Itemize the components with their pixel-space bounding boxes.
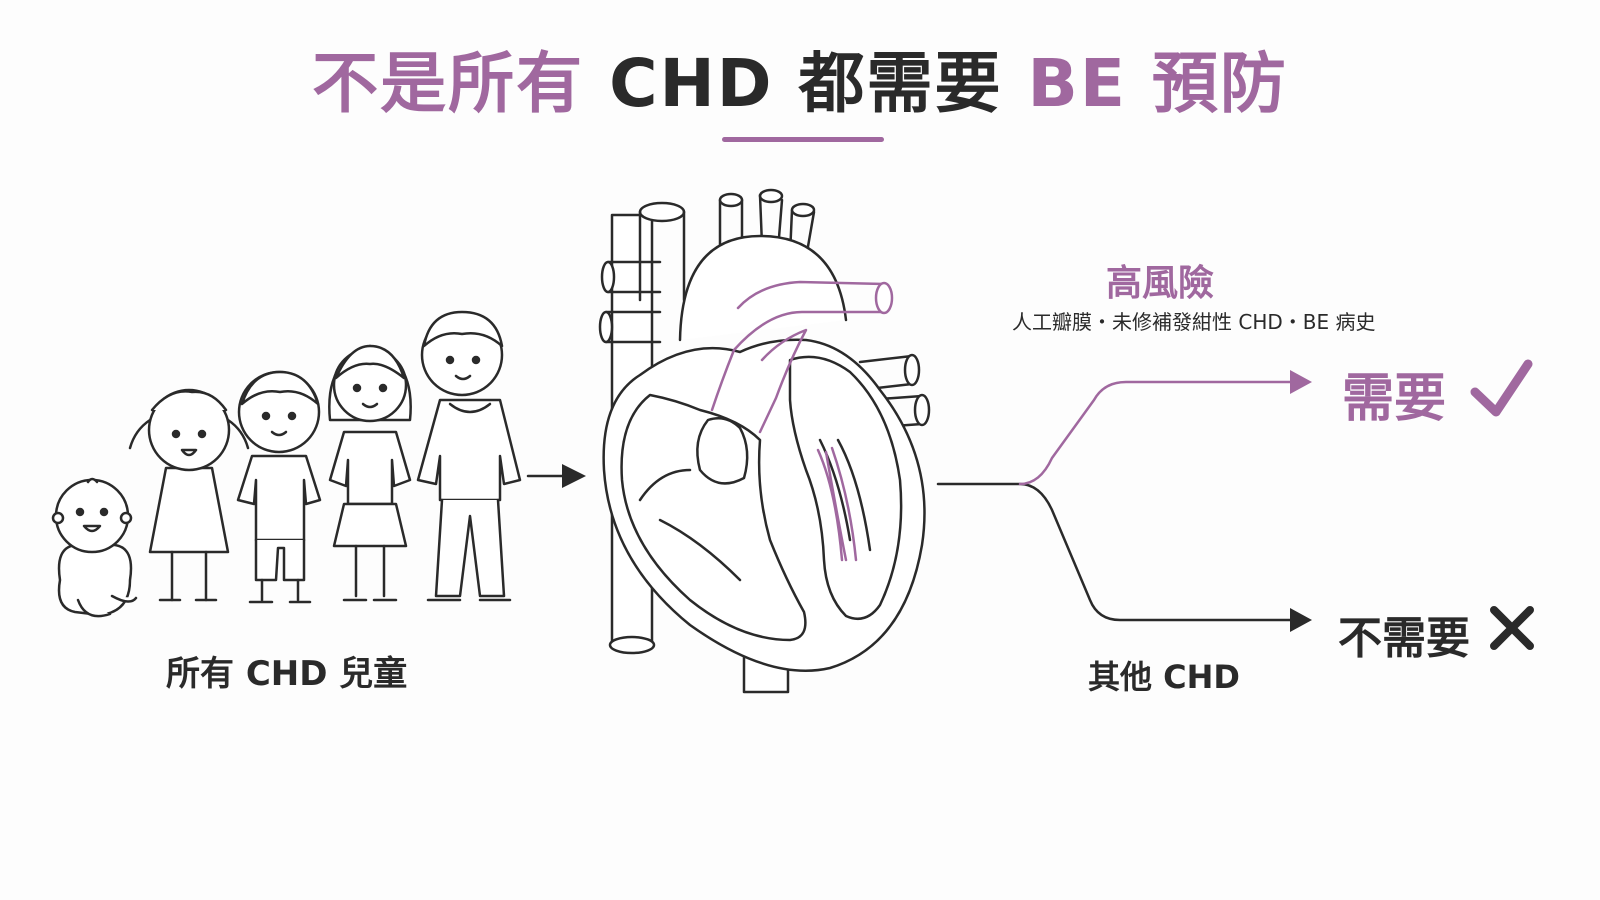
title-underline xyxy=(722,137,884,142)
not-needed-label: 不需要 xyxy=(1338,613,1470,664)
all-chd-children-label: 所有 CHD 兒童 xyxy=(166,654,408,694)
heart-highlight-aorta xyxy=(710,280,894,562)
connector-lines xyxy=(526,474,1294,622)
title-part-1: 不是所有 xyxy=(312,45,585,122)
high-risk-branch-line xyxy=(1018,380,1294,486)
page-title: 不是所有 CHD 都需要 BE 預防 xyxy=(0,30,1600,126)
high-risk-heading: 高風險 xyxy=(1106,263,1215,304)
boy-figure xyxy=(236,370,322,604)
check-icon xyxy=(1470,359,1533,417)
arrow-to-heart-head xyxy=(562,464,586,488)
children-group-illustration xyxy=(51,310,522,618)
title-part-3: BE 預防 xyxy=(1027,45,1288,122)
other-arrow-head xyxy=(1290,608,1312,632)
other-chd-label: 其他 CHD xyxy=(1088,658,1240,696)
high-risk-arrow-head xyxy=(1290,370,1312,394)
x-icon xyxy=(1490,606,1534,650)
toddler-girl-figure xyxy=(128,388,250,602)
heart-illustration xyxy=(598,188,931,694)
older-boy-figure xyxy=(416,310,522,602)
title-part-2: CHD 都需要 xyxy=(609,45,1003,122)
needed-label: 需要 xyxy=(1342,369,1447,429)
girl-figure xyxy=(328,344,412,602)
high-risk-criteria: 人工瓣膜・未修補發紺性 CHD・BE 病史 xyxy=(1012,310,1376,334)
baby-figure xyxy=(51,477,138,618)
